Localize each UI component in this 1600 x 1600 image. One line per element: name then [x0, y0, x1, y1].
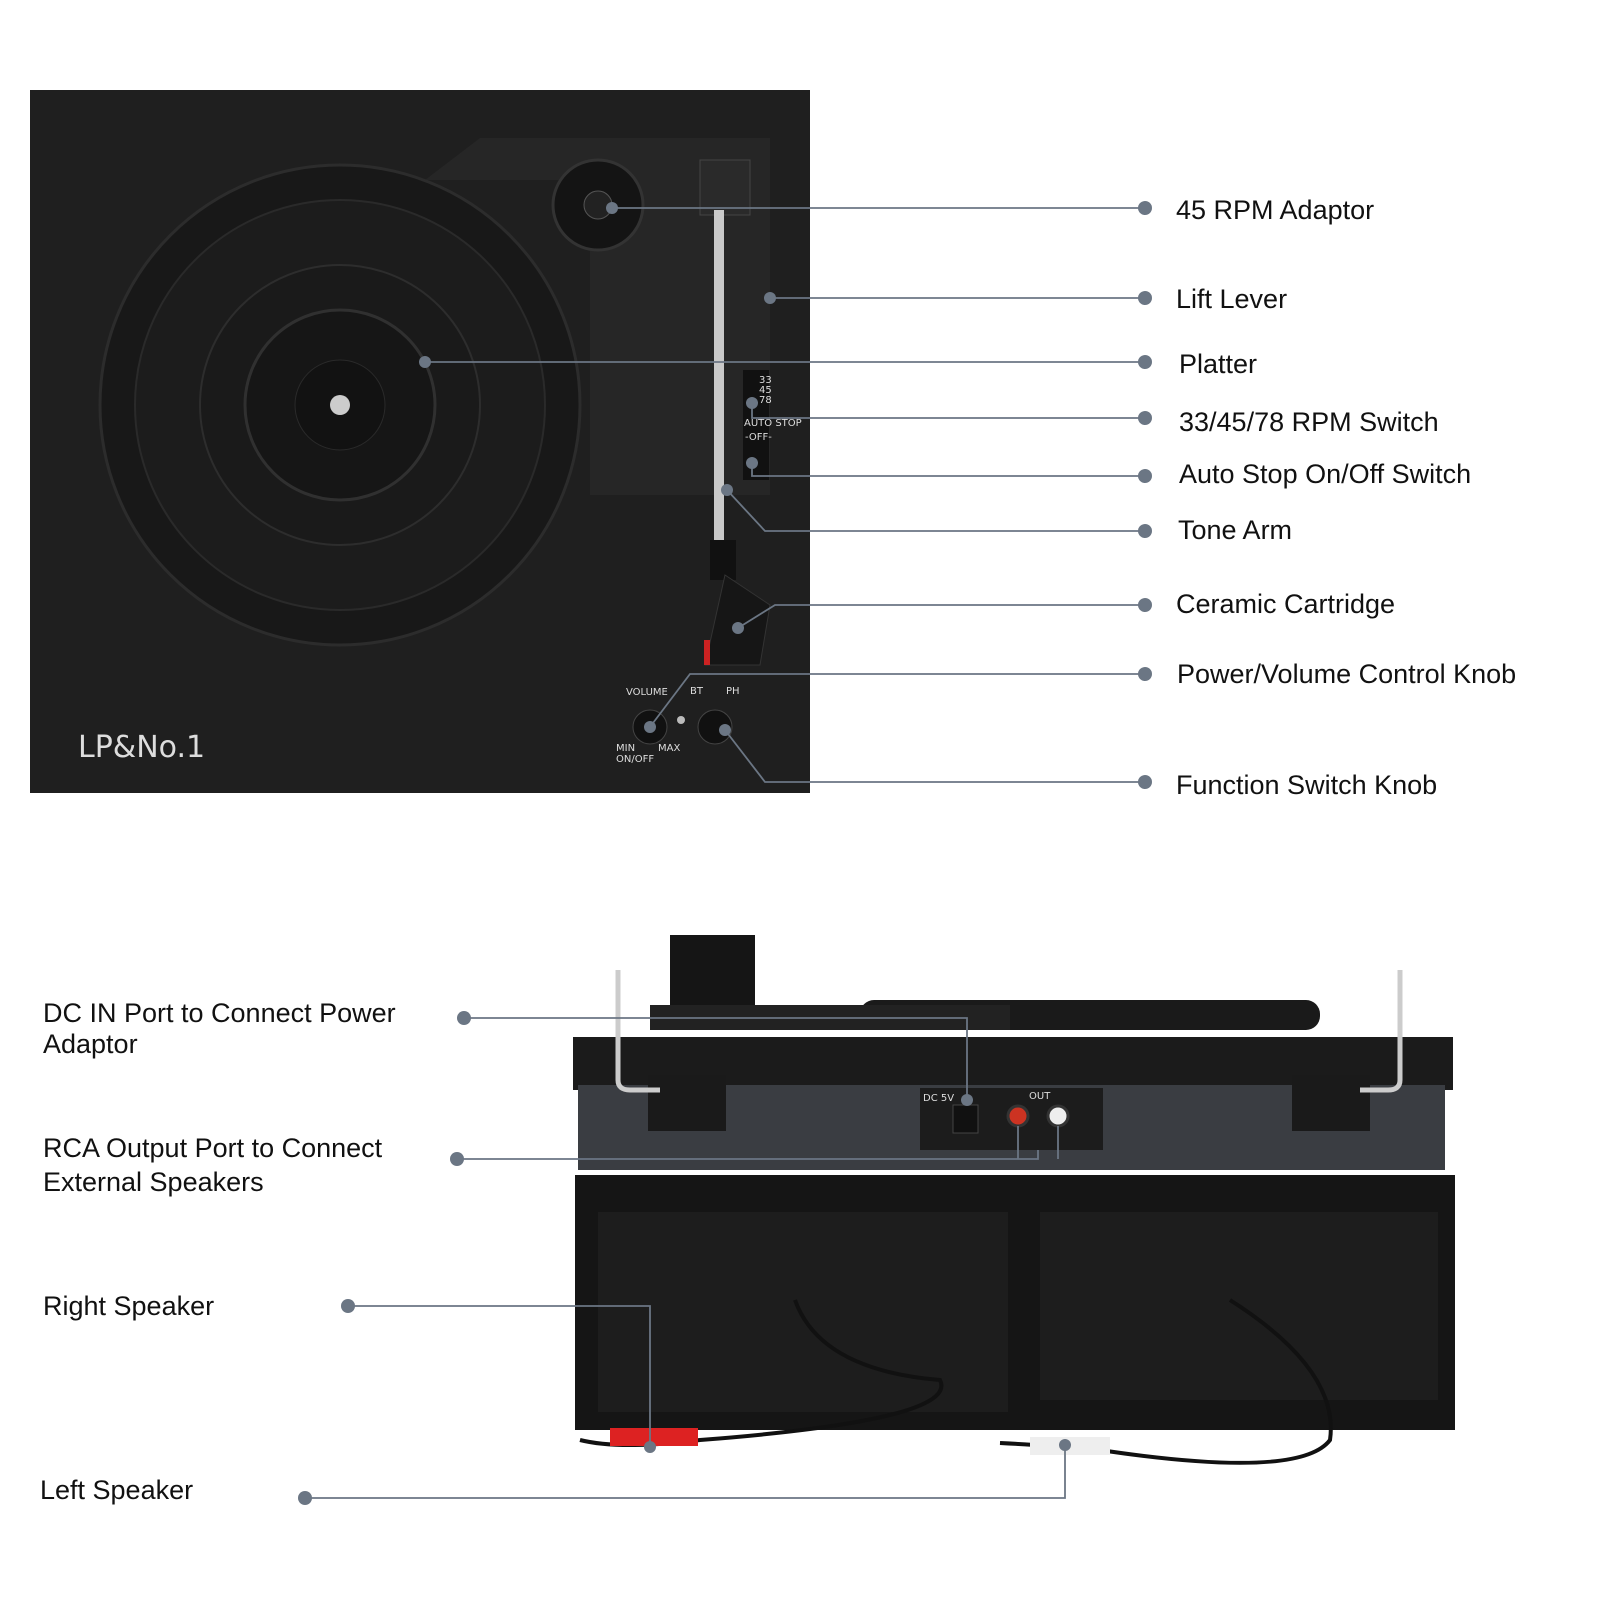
speed-33-text: 33 [759, 375, 772, 386]
callout-label: Right Speaker [43, 1291, 215, 1321]
callout-label: Function Switch Knob [1176, 770, 1438, 800]
callout-label: RCA Output Port to Connect External Spea… [43, 1133, 383, 1197]
callout-label: Auto Stop On/Off Switch [1179, 459, 1472, 489]
max-text: MAX [658, 743, 680, 754]
ph-text: PH [726, 686, 740, 697]
min-text: MIN [616, 743, 635, 754]
callout-label: Ceramic Cartridge [1176, 589, 1396, 619]
callout-label: Tone Arm [1178, 515, 1293, 545]
tone-arm [714, 210, 724, 540]
speed-45-text: 45 [759, 385, 772, 396]
callout-label: Left Speaker [40, 1475, 194, 1505]
bt-text: BT [690, 686, 704, 697]
callout-dots [298, 201, 1152, 1505]
ceramic-cartridge [704, 574, 771, 666]
volume-text: VOLUME [626, 687, 668, 698]
callout-label: 33/45/78 RPM Switch [1179, 407, 1439, 437]
dc-text: DC 5V [923, 1093, 954, 1104]
callout-label: DC IN Port to Connect Power Adaptor [43, 998, 396, 1059]
off-text: -OFF- [745, 432, 772, 443]
callout-label: Platter [1179, 349, 1258, 379]
out-text: OUT [1029, 1091, 1051, 1102]
callout-label: Lift Lever [1176, 284, 1288, 314]
speed-78-text: 78 [759, 395, 772, 406]
auto-stop-text: AUTO STOP [744, 418, 802, 429]
brand-logo: LP&No.1 [78, 730, 205, 765]
callout-label: Power/Volume Control Knob [1177, 659, 1517, 689]
callout-label: 45 RPM Adaptor [1176, 195, 1375, 225]
turntable-back-view [573, 935, 1455, 1465]
onoff-text: ON/OFF [616, 754, 654, 765]
